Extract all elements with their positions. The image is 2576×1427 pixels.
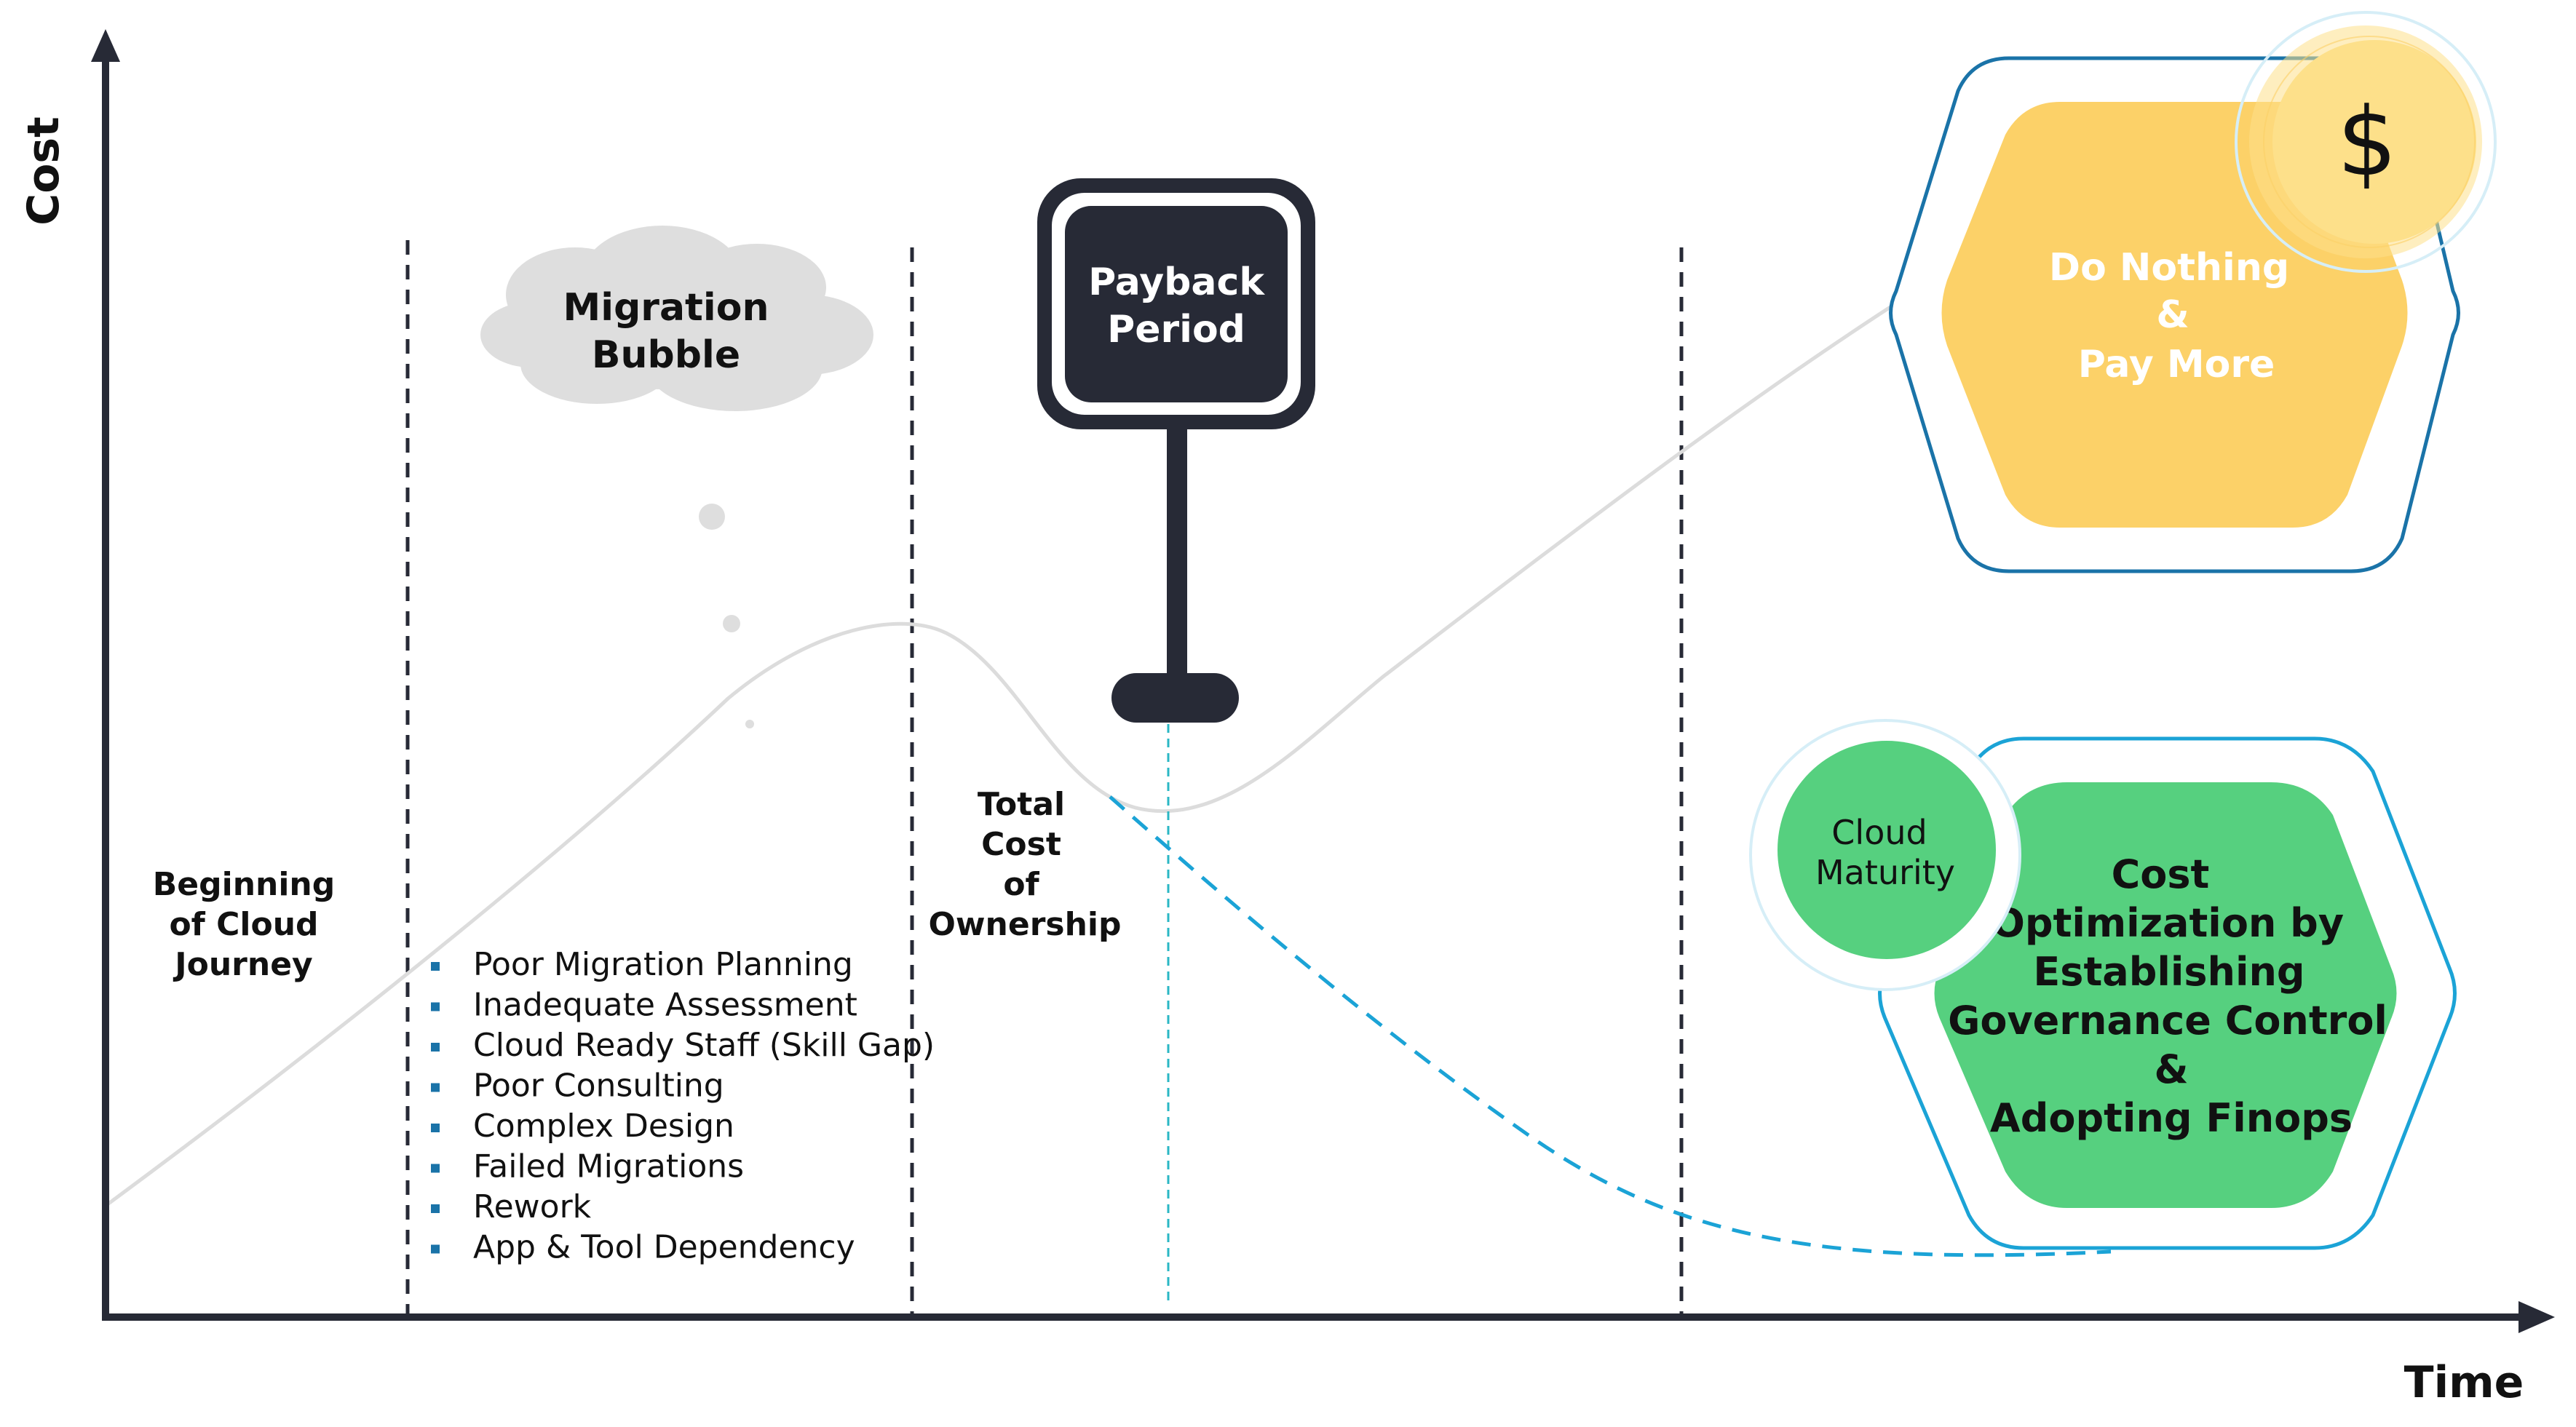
cost-opt-line-3: Establishing xyxy=(2033,949,2304,995)
issue-item: Poor Migration Planning xyxy=(473,946,853,983)
do-nothing-hexagon: Do Nothing & Pay More $ xyxy=(1889,11,2497,573)
y-axis-label: Cost xyxy=(18,116,69,226)
thought-dot-medium xyxy=(723,615,740,632)
migration-bubble-line-1: Migration xyxy=(563,286,769,330)
cost-opt-line-2: Optimization by xyxy=(1992,900,2344,946)
do-nothing-line-1: Do Nothing xyxy=(2049,246,2289,290)
issue-bullet-icon xyxy=(431,1164,440,1173)
issue-item: App & Tool Dependency xyxy=(473,1229,855,1266)
issue-item: Poor Consulting xyxy=(473,1068,724,1105)
section-dividers xyxy=(405,240,1684,1316)
cost-opt-line-5: & xyxy=(2154,1046,2188,1092)
cloud-maturity-badge: Cloud Maturity xyxy=(1749,719,2021,991)
issue-bullet-icon xyxy=(431,1083,440,1092)
issue-bullet-icon xyxy=(431,962,440,971)
dollar-coin-halo xyxy=(2235,11,2497,273)
payback-sign-pole xyxy=(1167,429,1187,684)
payback-sign-base xyxy=(1111,673,1239,723)
tco-label: Total Cost of Ownership xyxy=(928,786,1121,943)
issue-bullet-icon xyxy=(431,1124,440,1132)
dollar-coin xyxy=(2272,40,2476,244)
migration-bubble-line-2: Bubble xyxy=(592,333,740,377)
thought-dot-large xyxy=(699,504,725,530)
beginning-line-3: Journey xyxy=(173,946,312,983)
issue-bullet-icon xyxy=(431,1204,440,1213)
beginning-line-2: of Cloud xyxy=(169,906,318,943)
cost-curve xyxy=(104,303,1894,1208)
issue-bullet-icon xyxy=(431,1244,440,1254)
issue-bullet-icon xyxy=(431,1043,440,1052)
cost-opt-line-6: Adopting Finops xyxy=(1990,1095,2353,1141)
tco-line-3: of xyxy=(1003,866,1039,903)
payback-line-2: Period xyxy=(1107,308,1245,351)
dollar-icon: $ xyxy=(2337,87,2398,197)
issue-bullet-icon xyxy=(431,1002,440,1011)
cost-opt-line-1: Cost xyxy=(2112,851,2210,897)
y-axis-arrow-icon xyxy=(91,29,120,62)
migration-bubble-label: Migration Bubble xyxy=(563,286,769,377)
do-nothing-line-2: & xyxy=(2156,293,2189,337)
do-nothing-line-3: Pay More xyxy=(2078,343,2275,386)
dollar-coin-inner xyxy=(2263,36,2476,248)
issue-item: Complex Design xyxy=(473,1108,734,1145)
tco-line-1: Total xyxy=(978,786,1065,823)
cost-optimization-hexagon: Cost Optimization by Establishing Govern… xyxy=(1878,736,2457,1250)
tco-line-4: Ownership xyxy=(928,906,1121,943)
issue-item: Inadequate Assessment xyxy=(473,987,857,1024)
issue-item: Failed Migrations xyxy=(473,1148,744,1185)
thought-dot-small xyxy=(745,720,754,728)
axes: Cost Time xyxy=(18,29,2555,1408)
issue-item: Cloud Ready Staff (Skill Gap) xyxy=(473,1027,935,1064)
cloud-maturity-circle xyxy=(1778,741,1996,959)
cloud-maturity-line-1: Cloud xyxy=(1831,813,1927,852)
payback-sign: Payback Period xyxy=(1037,178,1315,723)
payback-line-1: Payback xyxy=(1088,261,1265,304)
beginning-label: Beginning of Cloud Journey xyxy=(153,866,336,983)
cloud-maturity-line-2: Maturity xyxy=(1815,853,1955,892)
issue-item: Rework xyxy=(473,1188,592,1225)
tco-line-2: Cost xyxy=(981,826,1061,863)
payback-sign-face xyxy=(1065,206,1288,402)
x-axis-label: Time xyxy=(2404,1357,2524,1408)
beginning-line-1: Beginning xyxy=(153,866,336,903)
cost-opt-line-4: Governance Control xyxy=(1948,998,2387,1044)
migration-bubble xyxy=(480,226,873,728)
cost-optimization-hex-fill xyxy=(1934,782,2397,1208)
x-axis-arrow-icon xyxy=(2518,1301,2555,1333)
